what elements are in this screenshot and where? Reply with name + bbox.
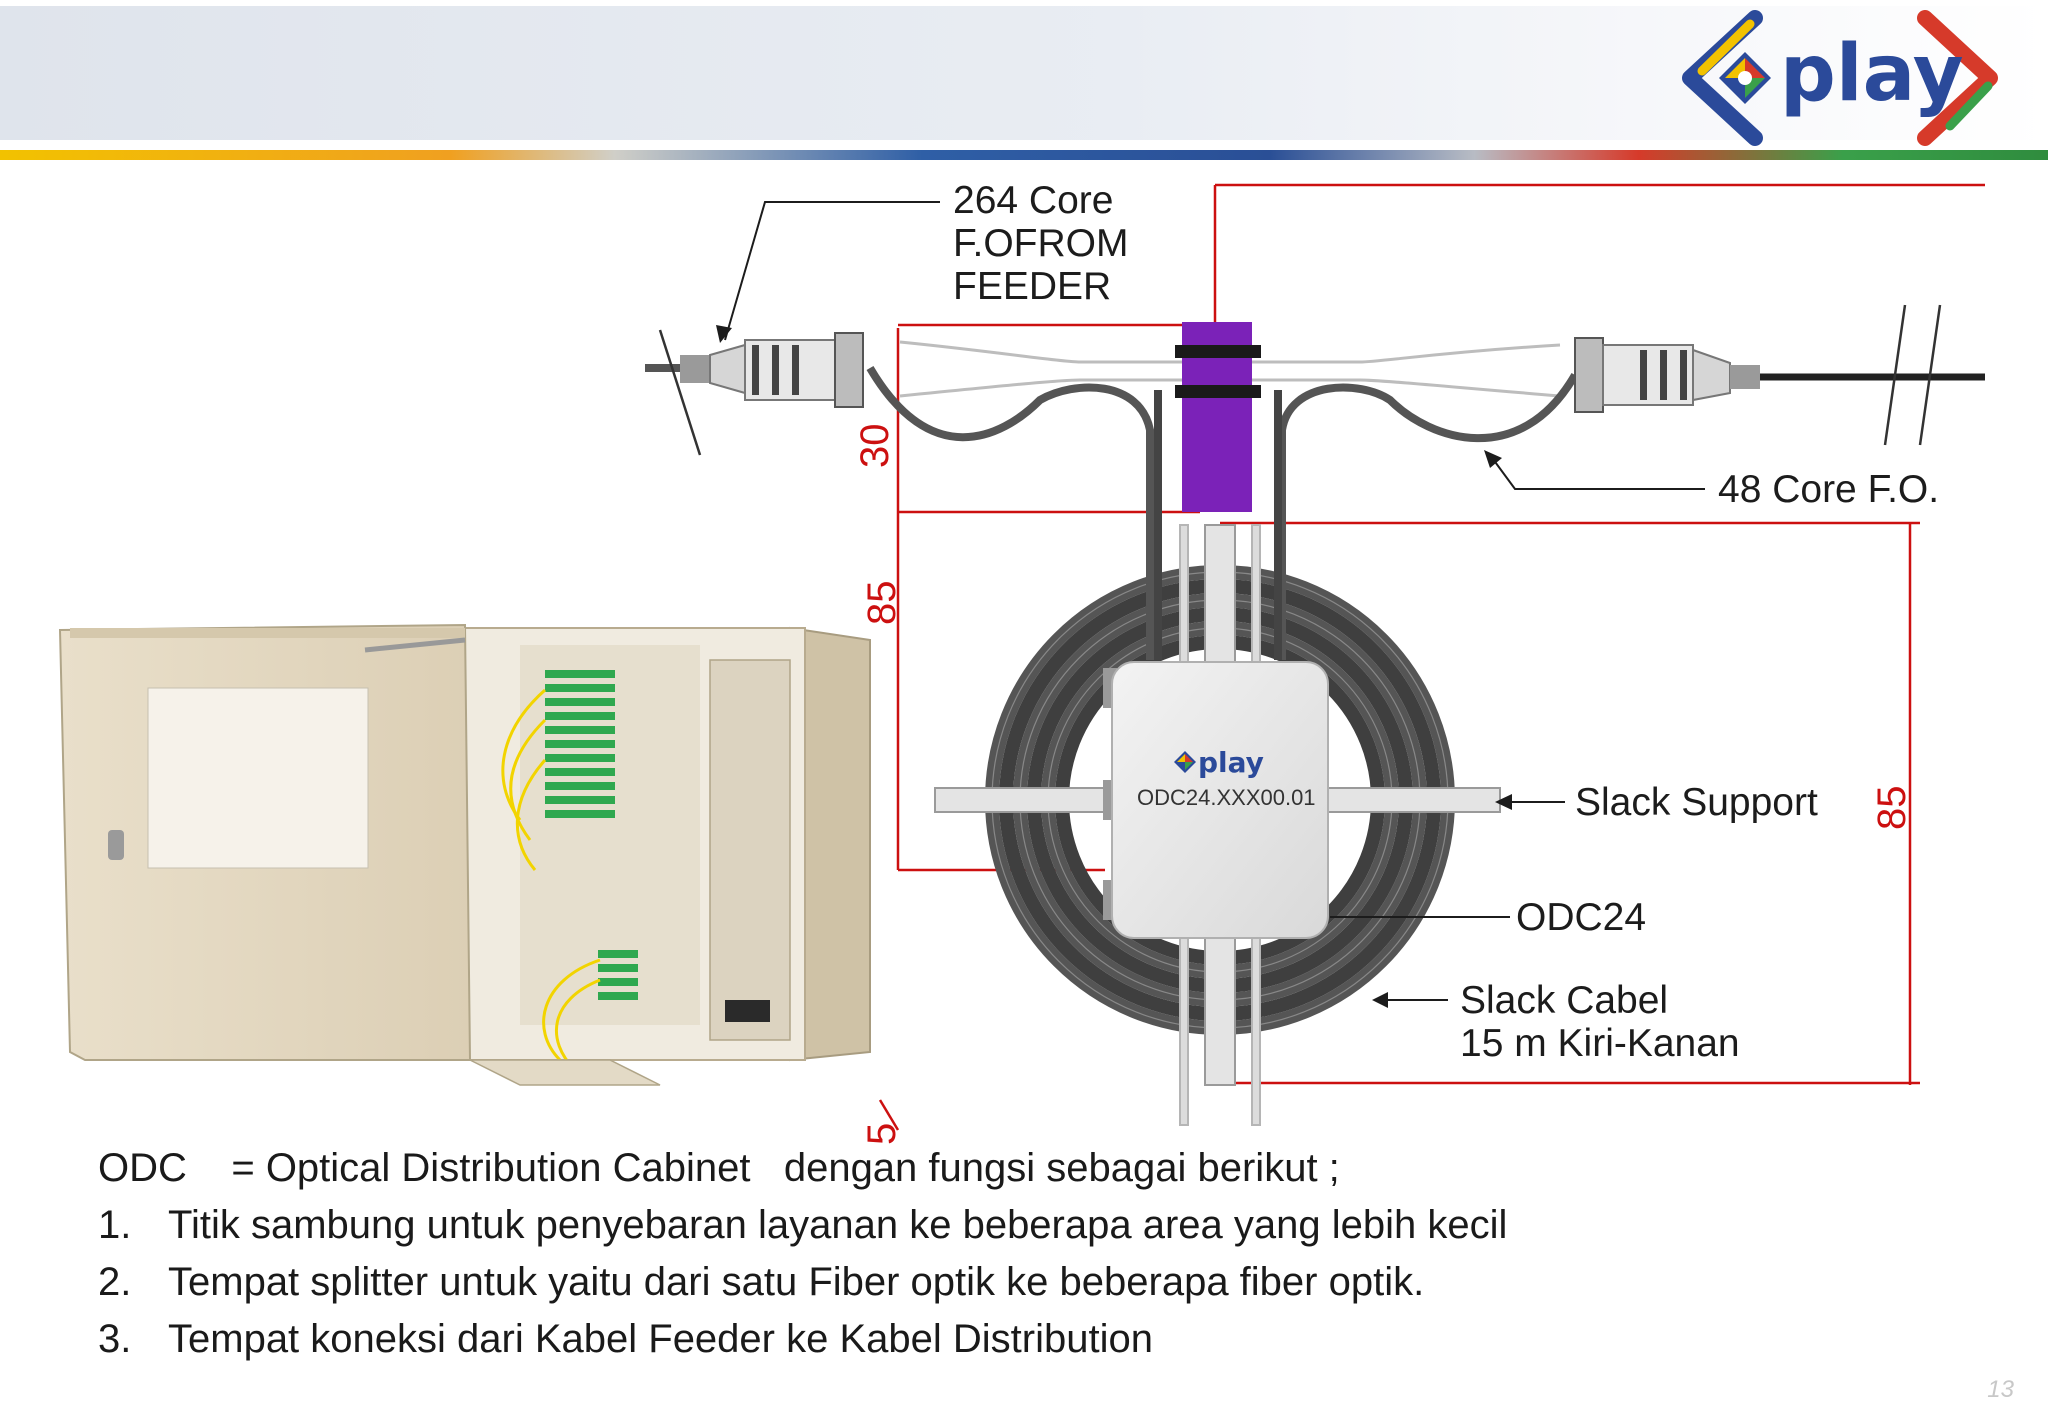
caption-item-text: Tempat koneksi dari Kabel Feeder ke Kabe…: [168, 1317, 1153, 1361]
left-cable-connector: [680, 332, 864, 408]
label-feeder: FEEDER: [953, 265, 1111, 308]
leader-arrowheads: [716, 325, 1512, 1008]
caption-item-text: Tempat splitter untuk yaitu dari satu Fi…: [168, 1260, 1425, 1304]
caption-term: ODC: [98, 1146, 187, 1190]
caption-item-3: 3. Tempat koneksi dari Kabel Feeder ke Ka…: [98, 1311, 1998, 1368]
adapter-panel-bottom: [598, 950, 638, 1000]
caption-item-number: 2.: [98, 1260, 132, 1304]
label-fofrom: F.OFROM: [953, 222, 1128, 265]
label-slack-support: Slack Support: [1575, 781, 1818, 824]
dimension-lines: [878, 183, 1985, 1131]
dimension-85-right: 85: [1870, 786, 1914, 831]
logo-text: play: [1780, 29, 1964, 119]
dimension-5: 5: [860, 1123, 904, 1145]
odc-diagram: 30 85 85 5: [58, 179, 1985, 1145]
purple-cable-clamp: [1175, 322, 1261, 512]
adapter-panel-top: [545, 670, 615, 818]
dimension-30: 30: [853, 424, 897, 469]
leader-lines: [724, 201, 1705, 1001]
dimension-texts: 30 85 85 5: [853, 424, 1914, 1146]
label-48-core-fo: 48 Core F.O.: [1718, 468, 1939, 511]
label-slack-cabel: Slack Cabel: [1460, 979, 1668, 1022]
odc24-box: play ODC24.XXX00.01: [1103, 661, 1329, 939]
label-odc24: ODC24: [1516, 896, 1646, 939]
play-logo: play: [1682, 10, 1998, 146]
page-number: 13: [1987, 1376, 2014, 1403]
caption-item-1: 1. Titik sambung untuk penyebaran layanan…: [98, 1197, 1998, 1254]
odc-cabinet-illustration: [58, 623, 871, 1086]
cable-break-marks: [658, 304, 1942, 456]
caption-intro: ODC = Optical Distribution Cabinet denga…: [98, 1140, 1998, 1197]
odc-box-code: ODC24.XXX00.01: [1137, 785, 1316, 810]
header-color-stripe: [0, 150, 2048, 160]
dimension-85-left: 85: [860, 581, 904, 626]
caption-item-number: 3.: [98, 1317, 132, 1361]
caption-item-text: Titik sambung untuk penyebaran layanan k…: [168, 1203, 1508, 1247]
right-cable-connector: [1574, 337, 1760, 413]
label-264-core: 264 Core: [953, 179, 1113, 222]
door-grid-label: [147, 687, 369, 869]
caption-item-2: 2. Tempat splitter untuk yaitu dari satu …: [98, 1254, 1998, 1311]
caption-definition: = Optical Distribution Cabinet dengan fu…: [231, 1146, 1340, 1190]
caption-item-number: 1.: [98, 1203, 132, 1247]
odc-box-logo-icon: [1174, 751, 1196, 773]
odc-box-brand: play: [1198, 746, 1264, 779]
label-slack-length: 15 m Kiri-Kanan: [1460, 1022, 1740, 1065]
caption-block: ODC = Optical Distribution Cabinet denga…: [98, 1140, 1998, 1368]
cable-route: [645, 340, 1985, 660]
